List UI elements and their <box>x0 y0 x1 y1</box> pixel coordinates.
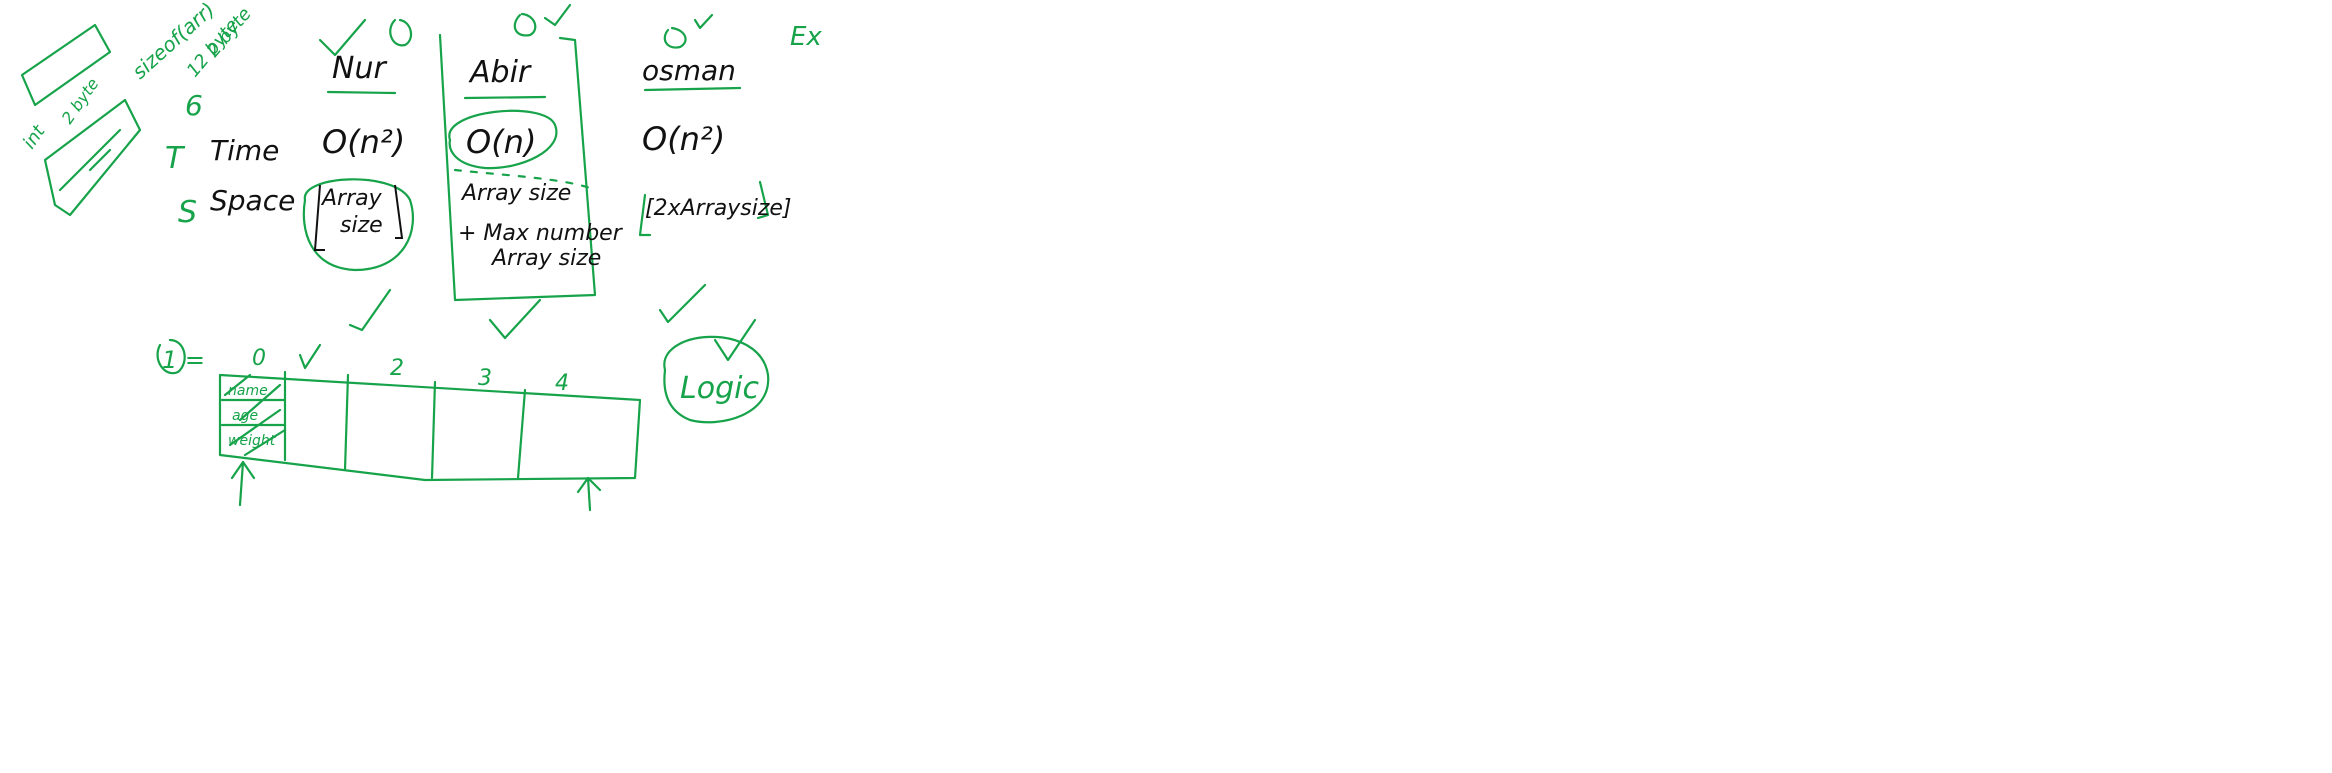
abir-column-box <box>438 33 597 302</box>
logic-circle <box>663 335 770 424</box>
abir-space-1: Array size <box>460 181 571 206</box>
tick-nur <box>318 18 367 57</box>
osman-underline <box>643 86 742 92</box>
tick-4 <box>298 343 322 370</box>
int-bytes-label: 2 byte <box>58 74 103 127</box>
abir-time: O(n) <box>466 123 536 161</box>
nur-space-1: Array <box>320 186 383 211</box>
array-divider-4 <box>516 388 527 480</box>
space-tag: S <box>178 195 197 230</box>
logic-label: Logic <box>680 371 759 406</box>
tick-osman <box>663 13 714 49</box>
nur-space-bracket-right <box>394 184 404 239</box>
nur-underline <box>326 90 397 95</box>
nur-space-2: size <box>340 213 383 238</box>
tick-1 <box>348 288 392 332</box>
logic-tick <box>713 318 757 362</box>
time-tag: T <box>165 141 186 176</box>
tick-abir-top <box>513 3 572 37</box>
index-4: 4 <box>555 371 569 396</box>
circle-nur <box>389 18 413 47</box>
abir-dashed-divider <box>453 168 592 190</box>
int-strip-sketch <box>43 98 142 217</box>
cell-age: age <box>232 408 258 424</box>
nur-time: O(n²) <box>322 123 405 161</box>
osman-name: osman <box>642 54 736 87</box>
one-circle <box>156 338 186 375</box>
green-annotations <box>20 3 770 512</box>
int-label: int <box>19 121 50 153</box>
osman-bracket-left <box>638 193 652 237</box>
six-note: 6 <box>185 89 203 122</box>
abir-space-3: Array size <box>490 246 601 271</box>
osman-time: O(n²) <box>642 120 725 158</box>
one-label: 1 = <box>162 346 205 374</box>
tick-2 <box>488 298 542 340</box>
array-divider-2 <box>343 373 350 472</box>
abir-underline <box>463 95 547 100</box>
array-outline <box>218 373 642 482</box>
cell-hatch <box>220 373 287 457</box>
osman-space: [2xArraysize] <box>645 196 791 221</box>
abir-name: Abir <box>468 55 532 90</box>
space-label: Space <box>210 184 295 217</box>
time-label: Time <box>210 134 279 167</box>
nur-name: Nur <box>332 51 387 86</box>
memory-block-sketch <box>20 23 112 107</box>
arrow-up-right <box>576 476 602 512</box>
ex-label: Ex <box>790 22 822 52</box>
cell-weight: weight <box>228 433 276 449</box>
abir-time-circle <box>448 109 558 170</box>
index-3: 3 <box>478 366 492 391</box>
tick-3 <box>658 283 707 324</box>
arrow-up-left <box>230 460 256 507</box>
index-0: 0 <box>252 346 266 371</box>
nur-space-circle <box>302 178 414 272</box>
nur-space-bracket-left <box>313 184 325 251</box>
abir-space-2: + Max number <box>458 221 624 246</box>
osman-bracket-right <box>756 180 770 220</box>
cell-name: name <box>228 383 268 399</box>
index-2: 2 <box>390 356 404 381</box>
array-divider-3 <box>430 380 437 480</box>
